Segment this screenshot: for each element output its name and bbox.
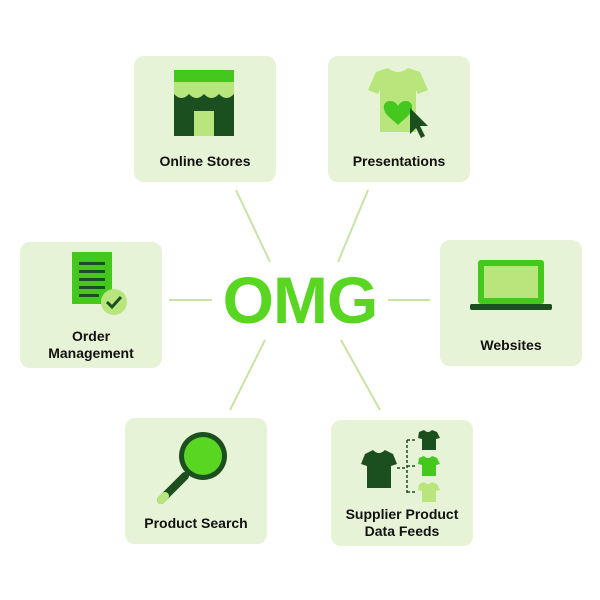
card-supplier-feeds: Supplier Product Data Feeds xyxy=(331,420,473,546)
document-check-icon xyxy=(20,242,162,328)
card-label-line1: Order xyxy=(71,328,111,344)
card-websites: Websites xyxy=(440,240,582,366)
tshirt-feed-icon xyxy=(331,420,473,506)
spoke-presentations xyxy=(337,189,369,263)
storefront-icon xyxy=(134,56,276,142)
card-label: Websites xyxy=(480,337,542,353)
card-label: Product Search xyxy=(144,515,248,531)
card-online-stores: Online Stores xyxy=(134,56,276,182)
laptop-icon xyxy=(440,240,582,326)
spoke-online-stores xyxy=(235,189,271,263)
card-label-line2: Management xyxy=(48,345,134,361)
center-label: OMG xyxy=(222,263,379,337)
card-product-search: Product Search xyxy=(125,418,267,544)
card-label: Order Management xyxy=(24,328,158,362)
spoke-supplier-feeds xyxy=(340,339,381,411)
card-order-management: Order Management xyxy=(20,242,162,368)
card-label: Supplier Product Data Feeds xyxy=(335,506,469,540)
card-label: Online Stores xyxy=(159,153,251,169)
card-label: Presentations xyxy=(352,153,446,169)
spoke-product-search xyxy=(229,339,266,411)
card-label-line1: Supplier Product xyxy=(345,506,459,522)
magnifier-icon xyxy=(125,418,267,504)
card-presentations: Presentations xyxy=(328,56,470,182)
tshirt-heart-cursor-icon xyxy=(328,56,470,142)
card-label-line2: Data Feeds xyxy=(364,523,440,539)
